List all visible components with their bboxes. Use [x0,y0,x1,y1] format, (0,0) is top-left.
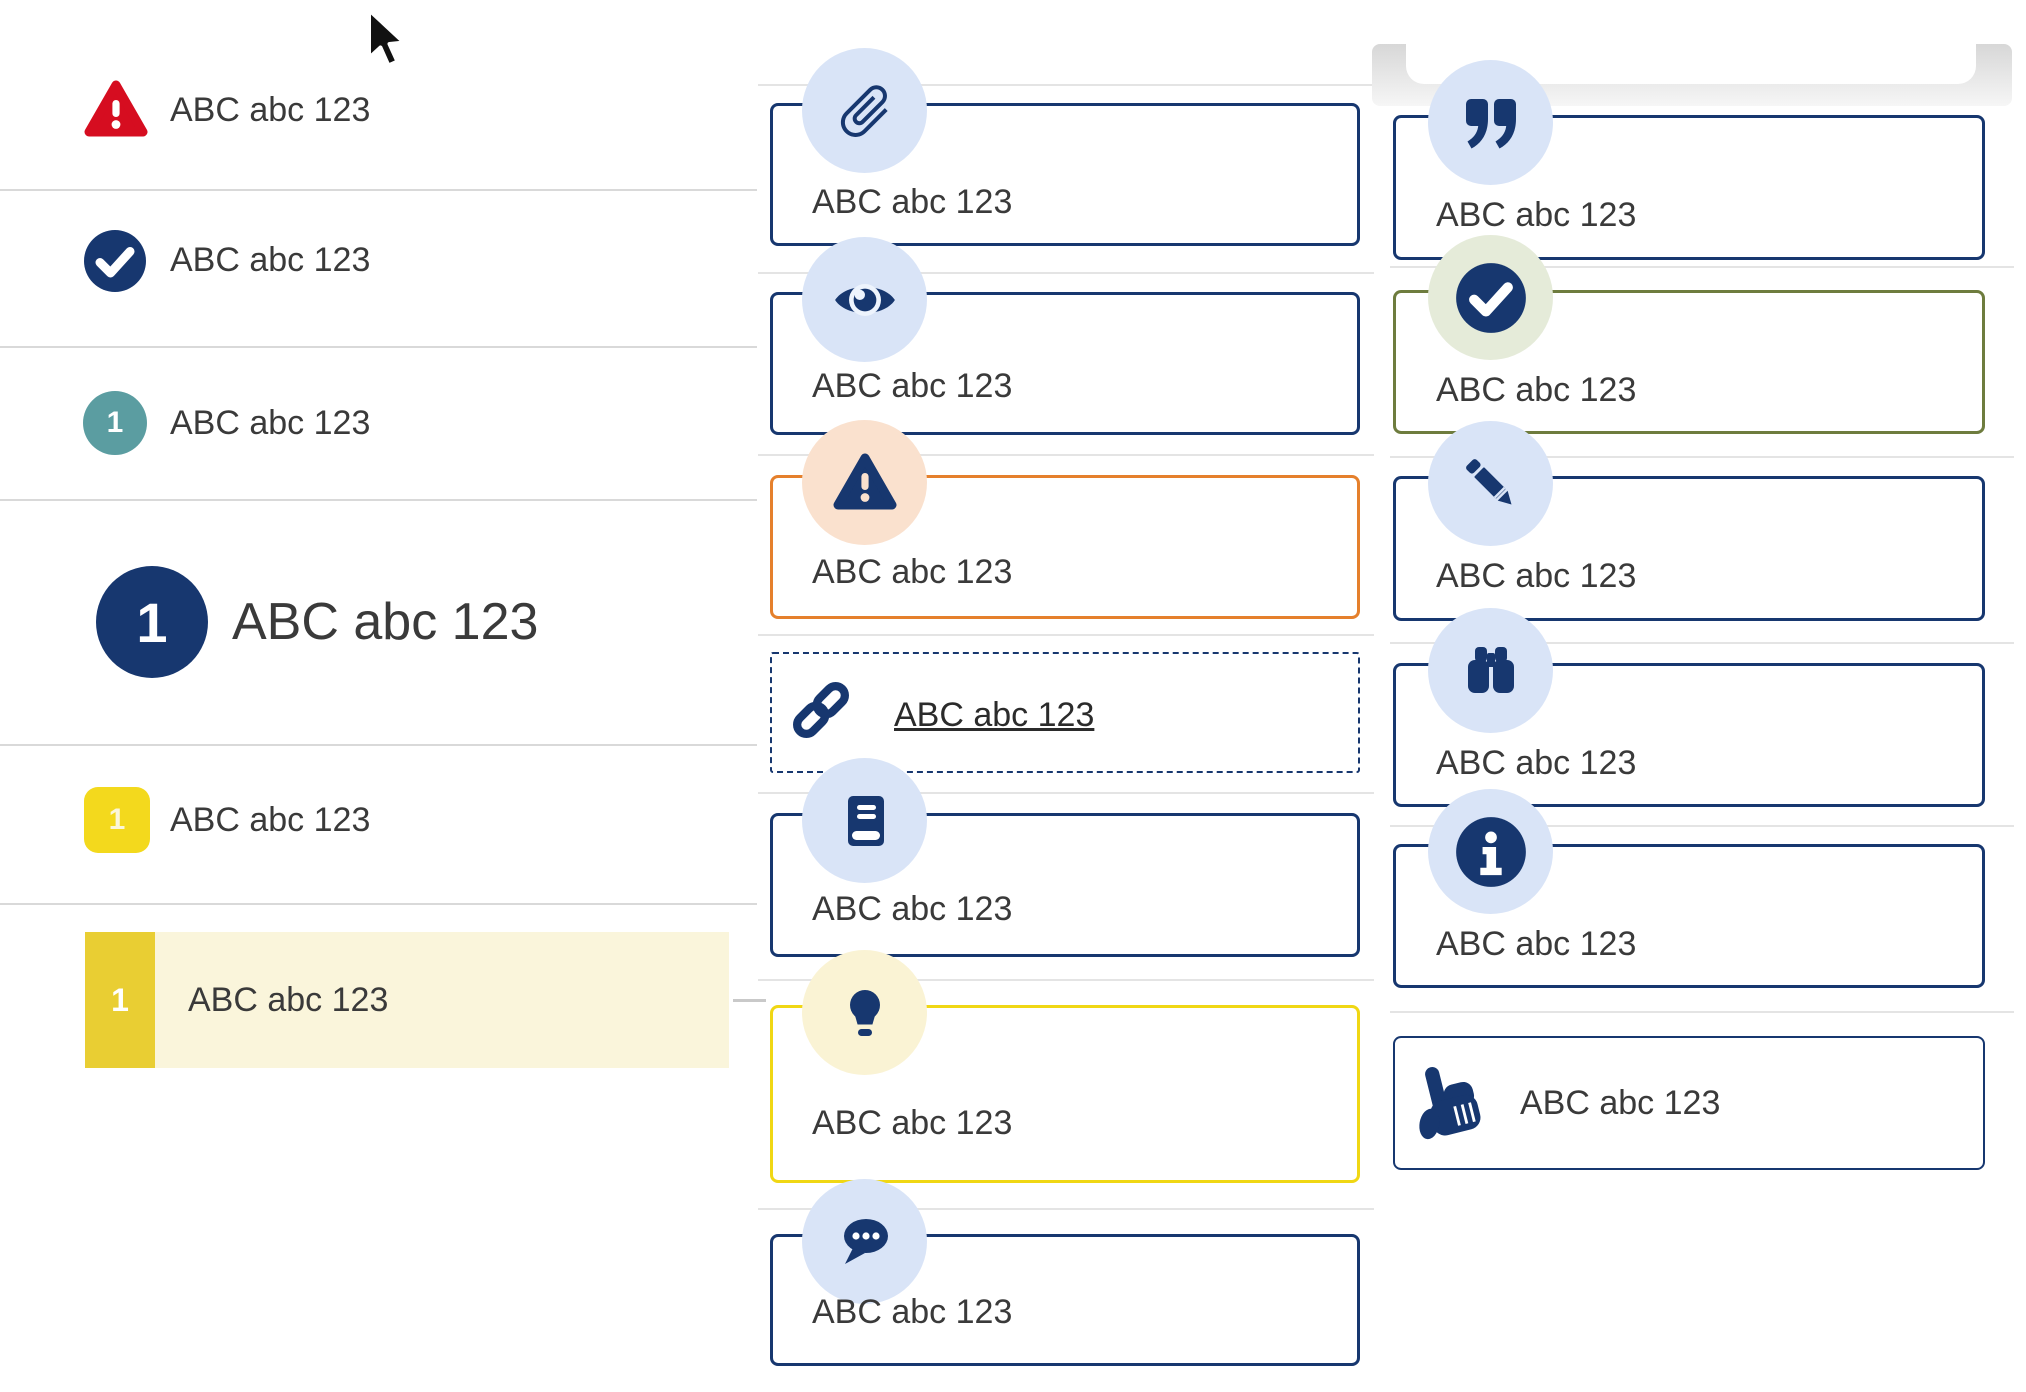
info-icon [1428,789,1553,914]
callout-divider [758,454,1374,456]
list-item-label[interactable]: ABC abc 123 [170,240,371,279]
numbered-badge-yellow: 1 [84,787,150,853]
list-item-label[interactable]: ABC abc 123 [170,800,371,839]
callout-card-link[interactable] [770,652,1360,773]
paperclip-icon [802,48,927,173]
callout-divider [1390,1011,2014,1013]
numbered-badge-large: 1 [96,566,208,678]
callout-label: ABC abc 123 [1436,556,1637,595]
chat-icon [802,1179,927,1304]
callout-divider [758,84,1374,86]
callout-divider [1390,642,2014,644]
callout-label: ABC abc 123 [812,889,1013,928]
left-list-divider [0,346,757,348]
numbered-badge-bar: 1 [85,932,155,1068]
check-circle-icon [83,229,147,293]
callout-divider [758,1208,1374,1210]
callout-label[interactable]: ABC abc 123 [1520,1083,1721,1122]
callout-divider [758,979,1374,981]
callout-label: ABC abc 123 [812,552,1013,591]
binoculars-icon [1428,608,1553,733]
hand-point-up-icon [1412,1062,1484,1154]
list-item-label[interactable]: ABC abc 123 [170,403,371,442]
callout-label: ABC abc 123 [812,366,1013,405]
callout-label: ABC abc 123 [812,1292,1013,1331]
callout-label: ABC abc 123 [1436,370,1637,409]
check-circle-icon [1428,235,1553,360]
callout-divider [1390,266,2014,268]
left-list-divider [0,744,757,746]
callout-divider [1390,456,2014,458]
left-list-divider [0,189,757,191]
callout-link-label[interactable]: ABC abc 123 [894,695,1095,734]
list-item-label[interactable]: ABC abc 123 [170,90,371,129]
list-item-label-large[interactable]: ABC abc 123 [232,593,539,651]
warning-icon [802,420,927,545]
book-icon [802,758,927,883]
highlighted-list-item[interactable] [85,932,729,1068]
arrow-pointer-icon [366,8,412,78]
callout-divider [758,272,1374,274]
callout-divider [758,634,1374,636]
divider-stub [733,999,766,1002]
callout-divider [1390,825,2014,827]
callout-card-interactive[interactable] [1393,1036,1985,1170]
callout-divider [758,792,1374,794]
numbered-badge: 1 [83,391,147,455]
callout-label: ABC abc 123 [1436,924,1637,963]
eye-icon [802,237,927,362]
warning-icon [84,78,148,142]
left-list-divider [0,903,757,905]
callout-label: ABC abc 123 [1436,743,1637,782]
lightbulb-icon [802,950,927,1075]
quote-icon [1428,60,1553,185]
pencil-icon [1428,421,1553,546]
callout-label: ABC abc 123 [812,1103,1013,1142]
link-icon [788,677,854,743]
list-item-label[interactable]: ABC abc 123 [188,980,389,1019]
callout-label: ABC abc 123 [1436,195,1637,234]
callout-label: ABC abc 123 [812,182,1013,221]
left-list-divider [0,499,757,501]
